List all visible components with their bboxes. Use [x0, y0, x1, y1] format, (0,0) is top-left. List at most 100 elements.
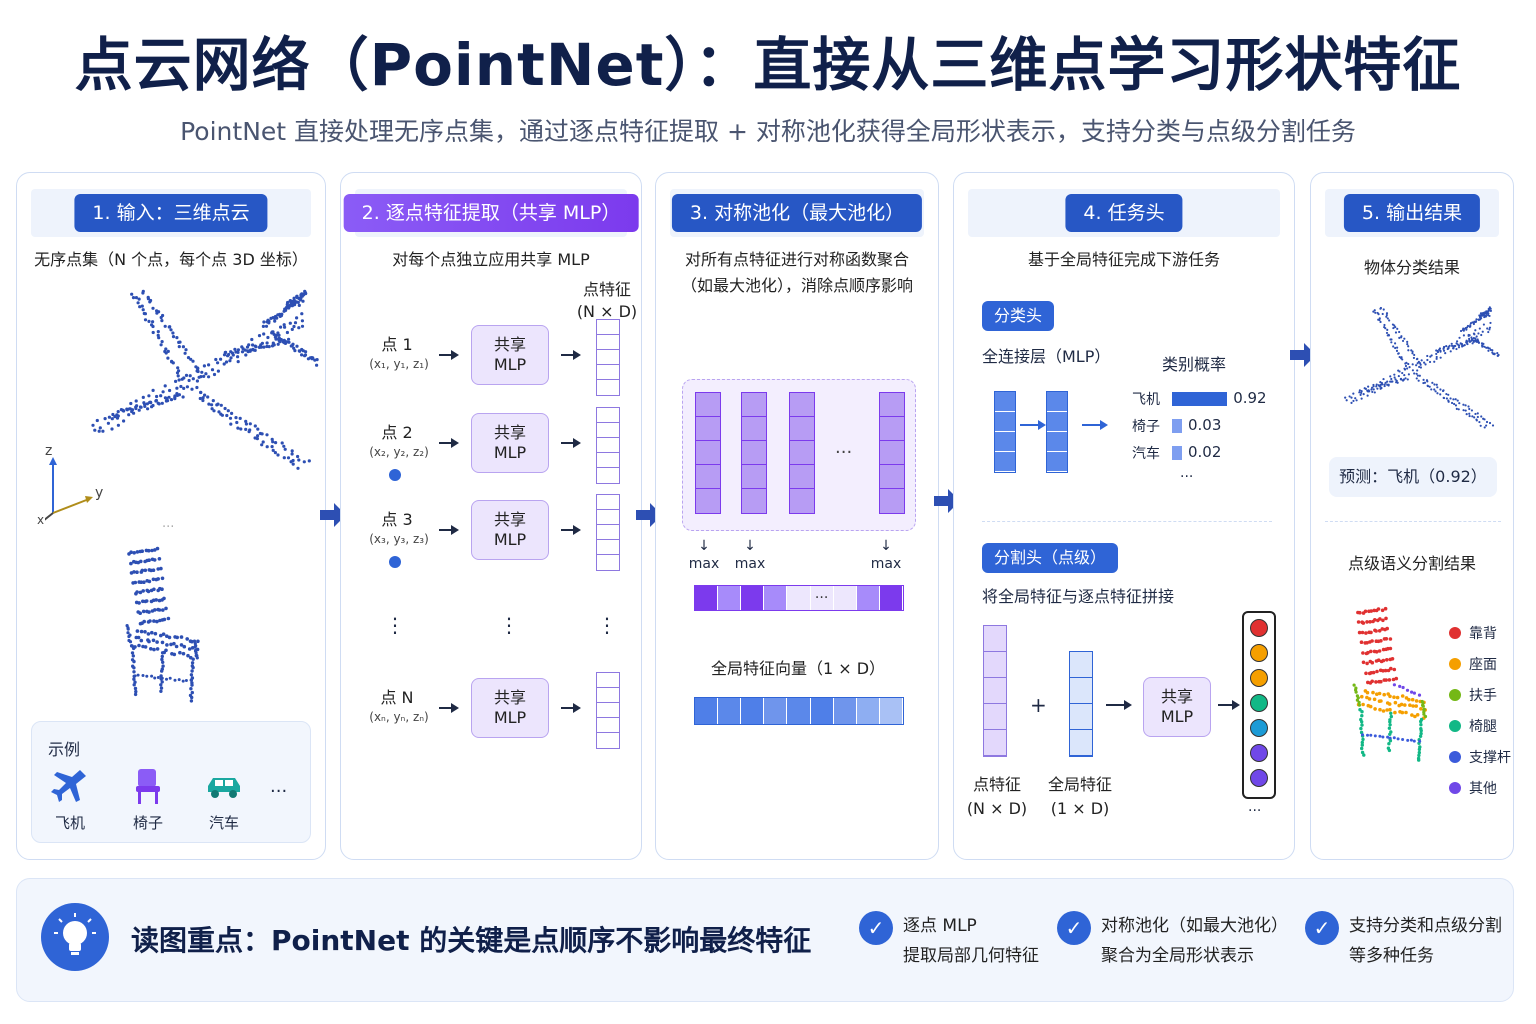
- max-arrow: ↓: [698, 538, 710, 554]
- page-subtitle: PointNet 直接处理无序点集，通过逐点特征提取 + 对称池化获得全局形状表…: [180, 117, 1356, 146]
- check-icon-3: ✓: [1305, 911, 1339, 945]
- pooled-cell: [764, 586, 788, 610]
- panel-heads-header: 4. 任务头: [968, 189, 1280, 237]
- panel-pooling: 3. 对称池化（最大池化） 对所有点特征进行对称函数聚合 （如最大池化），消除点…: [655, 172, 939, 860]
- pooled-cell: [787, 586, 811, 610]
- mlp-label-top: 共享: [493, 688, 526, 707]
- point-label-1: 点 1: [381, 335, 413, 354]
- pooled-cell: [856, 586, 880, 610]
- pooling-feature-column-3: [789, 392, 815, 514]
- panel-input-ellipsis: ...: [162, 516, 175, 531]
- axis-gizmo: z y x: [37, 443, 125, 531]
- arrow-1-2: [320, 503, 346, 527]
- point-coord-1: (x₁, y₁, z₁): [369, 357, 429, 371]
- legend-item-6: 其他: [1449, 774, 1511, 805]
- summary-line-1: 支持分类和点级分割: [1349, 916, 1502, 936]
- seg-point-feature-column: [983, 625, 1007, 757]
- summary-line-2: 提取局部几何特征: [903, 946, 1039, 966]
- prob-value-3: 0.02: [1188, 443, 1222, 461]
- seg-output-dot-1: [1250, 619, 1268, 637]
- fc-layer-label: 全连接层（MLP）: [982, 347, 1111, 366]
- panel-input: 1. 输入：三维点云 无序点集（N 个点，每个点 3D 坐标） z y x ..…: [16, 172, 326, 860]
- max-arrow: ↓: [744, 538, 756, 554]
- global-vector-cell: [833, 698, 857, 724]
- prob-value-1: 0.92: [1233, 389, 1267, 407]
- mlp-label-top: 共享: [493, 510, 526, 529]
- legend-item-5: 支撑杆: [1449, 743, 1511, 774]
- global-vector-cell: [856, 698, 880, 724]
- prob-value-2: 0.03: [1188, 416, 1222, 434]
- panel-pooling-header: 3. 对称池化（最大池化）: [670, 189, 924, 237]
- chair-point-cloud: [125, 546, 200, 703]
- max-op-1: ↓max: [676, 537, 732, 573]
- key-summary-bar: 读图重点：PointNet 的关键是点顺序不影响最终特征 ✓ 逐点 MLP 提取局部…: [16, 878, 1514, 1002]
- panel-output-title: 5. 输出结果: [1343, 194, 1481, 232]
- pooled-cell: [833, 586, 857, 610]
- pooled-cell: [741, 586, 765, 610]
- panel-pooling-desc-1: 对所有点特征进行对称函数聚合: [684, 250, 909, 269]
- legend-item-3: 扶手: [1449, 681, 1511, 712]
- pooled-cell: [718, 586, 742, 610]
- row-vdots-2: ⋮: [499, 613, 519, 637]
- output-arrow-3: [561, 525, 581, 535]
- pooled-cell: ···: [810, 586, 834, 610]
- seg-gl-feat-shape: (1 × D): [1050, 799, 1110, 818]
- summary-point-3: 支持分类和点级分割等多种任务: [1349, 911, 1502, 971]
- example-airplane[interactable]: 飞机: [50, 766, 90, 833]
- panel-heads-desc: 基于全局特征完成下游任务: [1027, 250, 1220, 269]
- pooling-feature-column-2: [741, 392, 767, 514]
- example-chair[interactable]: 椅子: [128, 766, 168, 833]
- point-coord-2: (x₂, y₂, z₂): [369, 445, 429, 459]
- legend-label: 椅腿: [1469, 719, 1497, 735]
- seg-output-dot-4: [1250, 694, 1268, 712]
- seg-gl-feat-text: 全局特征: [1047, 775, 1112, 794]
- output-arrow-4: [561, 703, 581, 713]
- summary-line-1: 逐点 MLP: [903, 916, 977, 936]
- examples-more: ...: [270, 776, 288, 797]
- legend-label: 座面: [1469, 657, 1497, 673]
- segmented-chair-cloud: [1352, 606, 1428, 762]
- legend-item-1: 靠背: [1449, 619, 1511, 650]
- legend-dot: [1449, 751, 1461, 763]
- example-car[interactable]: 汽车: [204, 766, 244, 833]
- panel-heads-title: 4. 任务头: [1065, 194, 1183, 232]
- seg-pf-cell: [984, 652, 1006, 678]
- legend-dot: [1449, 782, 1461, 794]
- legend-label: 靠背: [1469, 626, 1497, 642]
- global-feature-vector: [694, 697, 904, 725]
- seg-gf-cell: [1070, 704, 1092, 730]
- panel-input-header: 1. 输入：三维点云: [31, 189, 311, 237]
- pooling-feature-column-4: [879, 392, 905, 514]
- seg-pt-feat-shape: (N × D): [966, 799, 1028, 818]
- airplane-icon: [51, 770, 86, 802]
- point-dot-3: [389, 556, 401, 568]
- mlp-label-top: 共享: [493, 335, 526, 354]
- legend-dot: [1449, 627, 1461, 639]
- prob-bar-1: [1172, 392, 1228, 406]
- max-op-3: ↓max: [858, 537, 914, 573]
- seg-legend: 靠背座面扶手椅腿支撑杆其他: [1449, 619, 1511, 805]
- max-label: max: [734, 556, 766, 572]
- panel-mlp-title: 2. 逐点特征提取（共享 MLP）: [343, 194, 639, 232]
- input-arrow-1: [439, 350, 459, 360]
- global-vector-cell: [810, 698, 834, 724]
- page-title: 点云网络（PointNet）：直接从三维点学习形状特征: [74, 31, 1462, 99]
- panel-output: 5. 输出结果 物体分类结果 预测：飞机（0.92） 点级语义分割结果 靠背座面…: [1310, 172, 1514, 860]
- legend-item-4: 椅腿: [1449, 712, 1511, 743]
- max-label: max: [870, 556, 902, 572]
- feature-matrix: ···: [682, 379, 916, 531]
- axis-z-label: z: [45, 443, 53, 459]
- concat-plus: +: [1030, 693, 1047, 717]
- prob-label-2: 椅子: [1132, 419, 1160, 435]
- seg-mlp-text-1: 共享: [1160, 687, 1193, 706]
- key-text: 读图重点：PointNet 的关键是点顺序不影响最终特征: [131, 924, 812, 957]
- seg-global-feature-column: [1069, 651, 1093, 757]
- global-vector-cell: [879, 698, 903, 724]
- seg-mlp-text-2: MLP: [1160, 707, 1194, 726]
- legend-label: 支撑杆: [1469, 750, 1511, 766]
- segmentation-head-tag: 分割头（点级）: [982, 543, 1119, 573]
- seg-desc: 将全局特征与逐点特征拼接: [982, 587, 1175, 606]
- mlp-label-bottom: MLP: [493, 530, 527, 549]
